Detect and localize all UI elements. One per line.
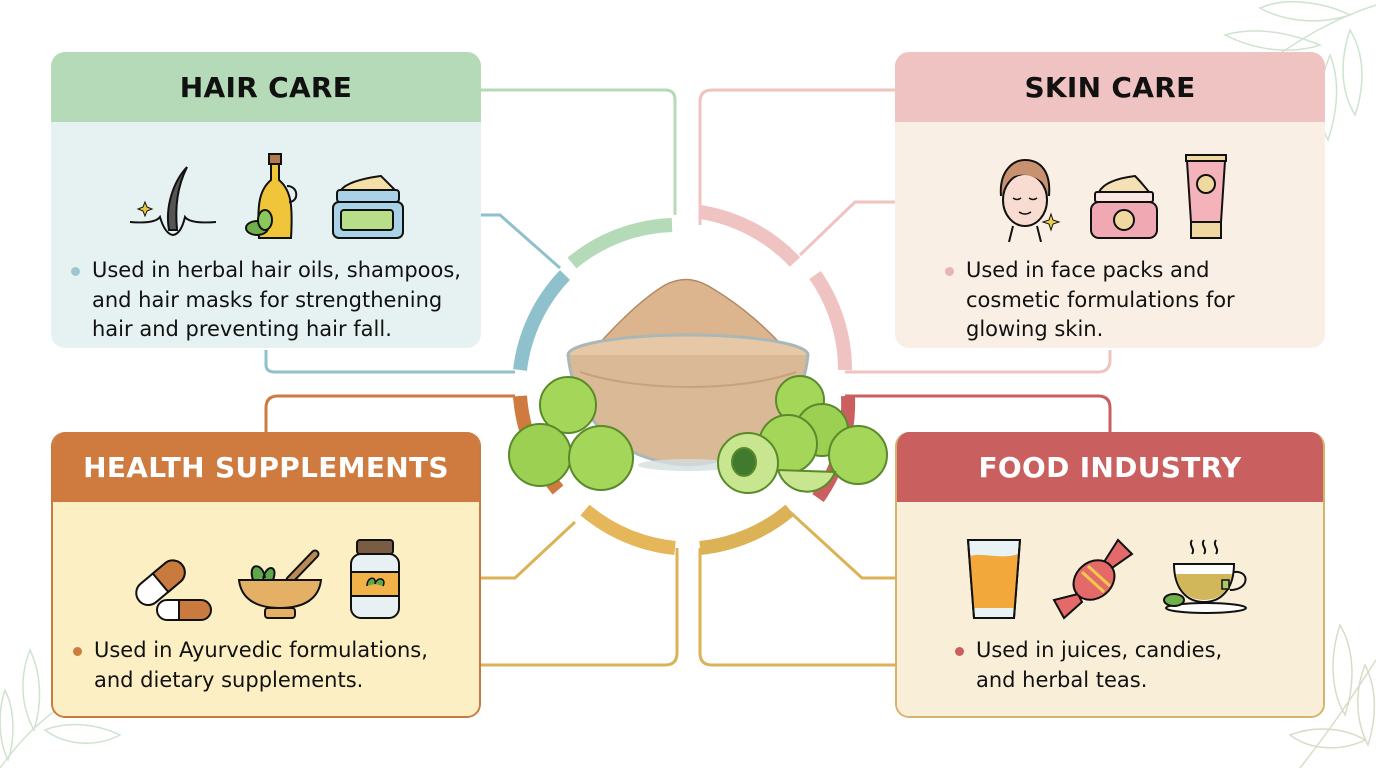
skin-care-title: SKIN CARE [895, 52, 1325, 122]
juice-glass-icon [966, 539, 1022, 619]
health-supplements-description: Used in Ayurvedic formulations, and diet… [94, 638, 428, 692]
hair-follicle-icon [129, 166, 217, 237]
health-connector-inner [480, 520, 577, 580]
mortar-pestle-icon [237, 549, 323, 619]
powder-mound [583, 278, 797, 361]
skin-connector-arc-right [809, 270, 853, 371]
health-connector-arc-gold [580, 504, 676, 555]
skin-connector-inner [798, 200, 895, 257]
bullet-dot [71, 267, 80, 276]
health-supplements-title: HEALTH SUPPLEMENTS [53, 432, 479, 502]
hair-mask-jar-icon [332, 174, 404, 239]
amla-fruits-right [717, 375, 888, 494]
hair-care-description: Used in herbal hair oils, shampoos, and … [92, 258, 461, 341]
health-supplements-bullet: Used in Ayurvedic formulations, and diet… [73, 636, 459, 695]
health-supplements-icon-row [73, 502, 459, 622]
oil-bottle-icon [245, 153, 298, 239]
hair-care-title: HAIR CARE [51, 52, 481, 122]
skin-care-icon-row [915, 122, 1305, 242]
bowl-rim [566, 333, 810, 377]
food-industry-bullet: Used in juices, candies, and herbal teas… [917, 636, 1303, 695]
hair-connector-arc [567, 218, 673, 269]
card-hair-care: HAIR CARE [51, 52, 481, 348]
card-skin-care: SKIN CARE [895, 52, 1325, 348]
hair-care-bullet: Used in herbal hair oils, shampoos, and … [71, 256, 461, 345]
food-connector-arc [812, 395, 856, 503]
amla-fruits-left [508, 376, 634, 491]
capsule-icon [135, 559, 212, 621]
food-connector-inner [788, 510, 895, 580]
hair-connector-outer [480, 88, 677, 215]
herbal-tea-icon [1163, 539, 1247, 614]
skin-connector-bottom [845, 350, 1112, 374]
food-connector-top [845, 394, 1112, 432]
health-connector-top [264, 394, 515, 432]
cream-jar-icon [1090, 174, 1158, 239]
food-industry-icon-row [917, 502, 1303, 622]
health-connector-arc [513, 395, 564, 495]
bullet-dot [945, 267, 954, 276]
health-connector-bottom [480, 548, 679, 667]
skin-connector-outer [698, 88, 895, 225]
cosmetic-tube-icon [1185, 154, 1227, 239]
hair-connector-arc-blue [513, 270, 571, 371]
food-connector-arc-gold [699, 504, 795, 555]
candy-icon [1052, 538, 1134, 620]
hair-care-icon-row [71, 122, 461, 242]
card-food-industry: FOOD INDUSTRY [895, 432, 1325, 718]
food-connector-bottom [698, 548, 895, 667]
supplement-bottle-icon [350, 539, 400, 619]
bullet-dot [955, 647, 964, 656]
glowing-face-icon [999, 158, 1061, 242]
hair-connector-bottom [264, 350, 515, 374]
card-health-supplements: HEALTH SUPPLEMENTS [51, 432, 481, 718]
food-industry-title: FOOD INDUSTRY [897, 432, 1323, 502]
skin-care-bullet: Used in face packs and cosmetic formulat… [915, 256, 1305, 345]
skin-care-description: Used in face packs and cosmetic formulat… [966, 258, 1235, 341]
bowl-body [566, 354, 810, 467]
hair-connector-inner [480, 213, 561, 270]
bullet-dot [73, 647, 82, 656]
food-industry-description: Used in juices, candies, and herbal teas… [976, 638, 1223, 692]
skin-connector-arc [698, 205, 801, 267]
